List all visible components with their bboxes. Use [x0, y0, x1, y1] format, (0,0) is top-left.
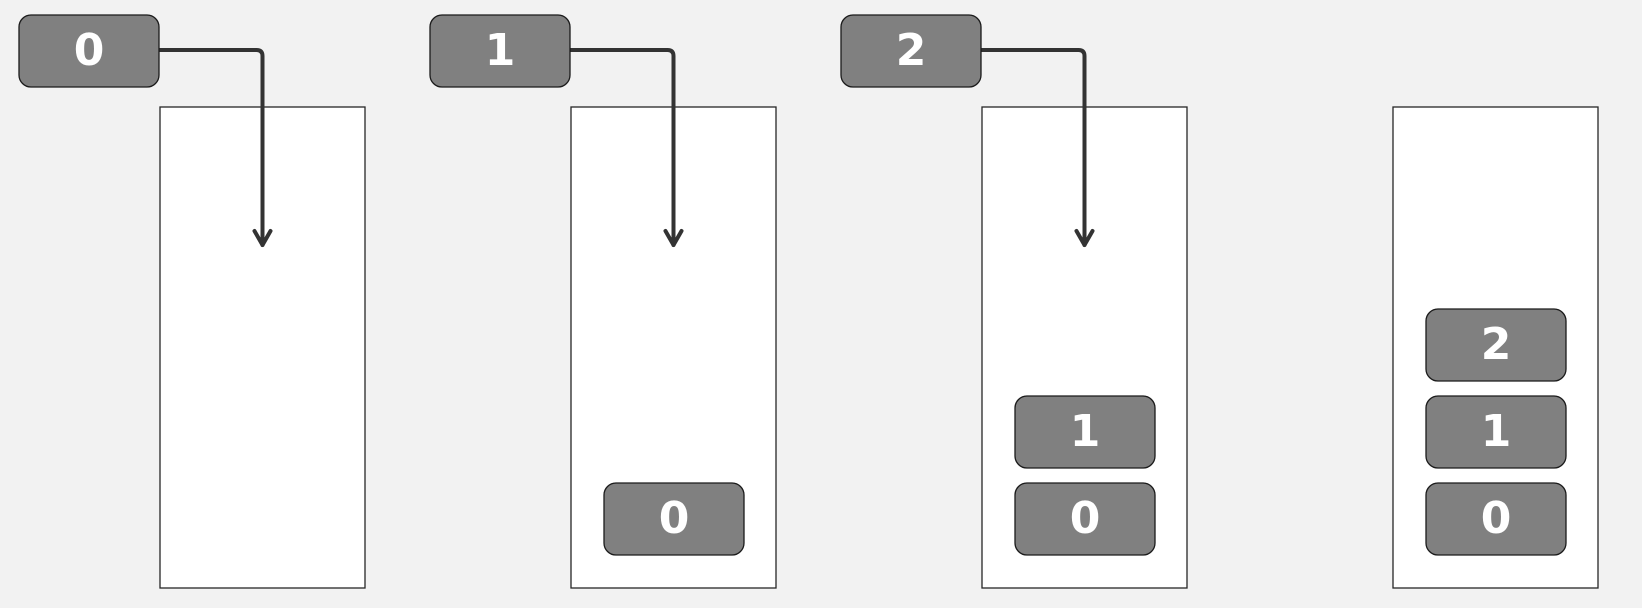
block-shape	[1014, 482, 1156, 556]
arrow-head-icon	[1074, 229, 1095, 247]
block-shape	[1425, 482, 1567, 556]
block-label: 1	[1481, 406, 1512, 457]
block-label: 0	[74, 25, 105, 76]
stacked-block-0: 0	[603, 482, 745, 556]
block-shape	[18, 14, 160, 88]
block-shape	[1425, 308, 1567, 382]
arrow-head-icon	[663, 229, 684, 247]
block-shape	[1014, 395, 1156, 469]
block-label: 0	[1481, 493, 1512, 544]
block-label: 0	[1070, 493, 1101, 544]
push-arrow	[157, 48, 265, 247]
push-arrow	[568, 48, 676, 247]
block-label: 2	[1481, 319, 1512, 370]
stacked-block-1: 1	[1425, 395, 1567, 469]
step-panel-2: 0 1 2	[840, 14, 1188, 589]
block-shape	[840, 14, 982, 88]
block-label: 2	[896, 25, 927, 76]
block-label: 1	[1070, 406, 1101, 457]
block-shape	[1425, 395, 1567, 469]
stacked-block-0: 0	[1425, 482, 1567, 556]
step-panel-0: 0	[18, 14, 366, 589]
incoming-block: 0	[18, 14, 160, 88]
block-label: 0	[659, 493, 690, 544]
step-panel-3: 0 1 2	[1392, 106, 1599, 589]
stacked-block-0: 0	[1014, 482, 1156, 556]
stacked-block-1: 1	[1014, 395, 1156, 469]
push-arrow	[979, 48, 1087, 247]
block-shape	[429, 14, 571, 88]
incoming-block: 1	[429, 14, 571, 88]
block-shape	[603, 482, 745, 556]
stacked-block-2: 2	[1425, 308, 1567, 382]
arrow-head-icon	[252, 229, 273, 247]
step-panel-1: 01	[429, 14, 777, 589]
incoming-block: 2	[840, 14, 982, 88]
block-label: 1	[485, 25, 516, 76]
